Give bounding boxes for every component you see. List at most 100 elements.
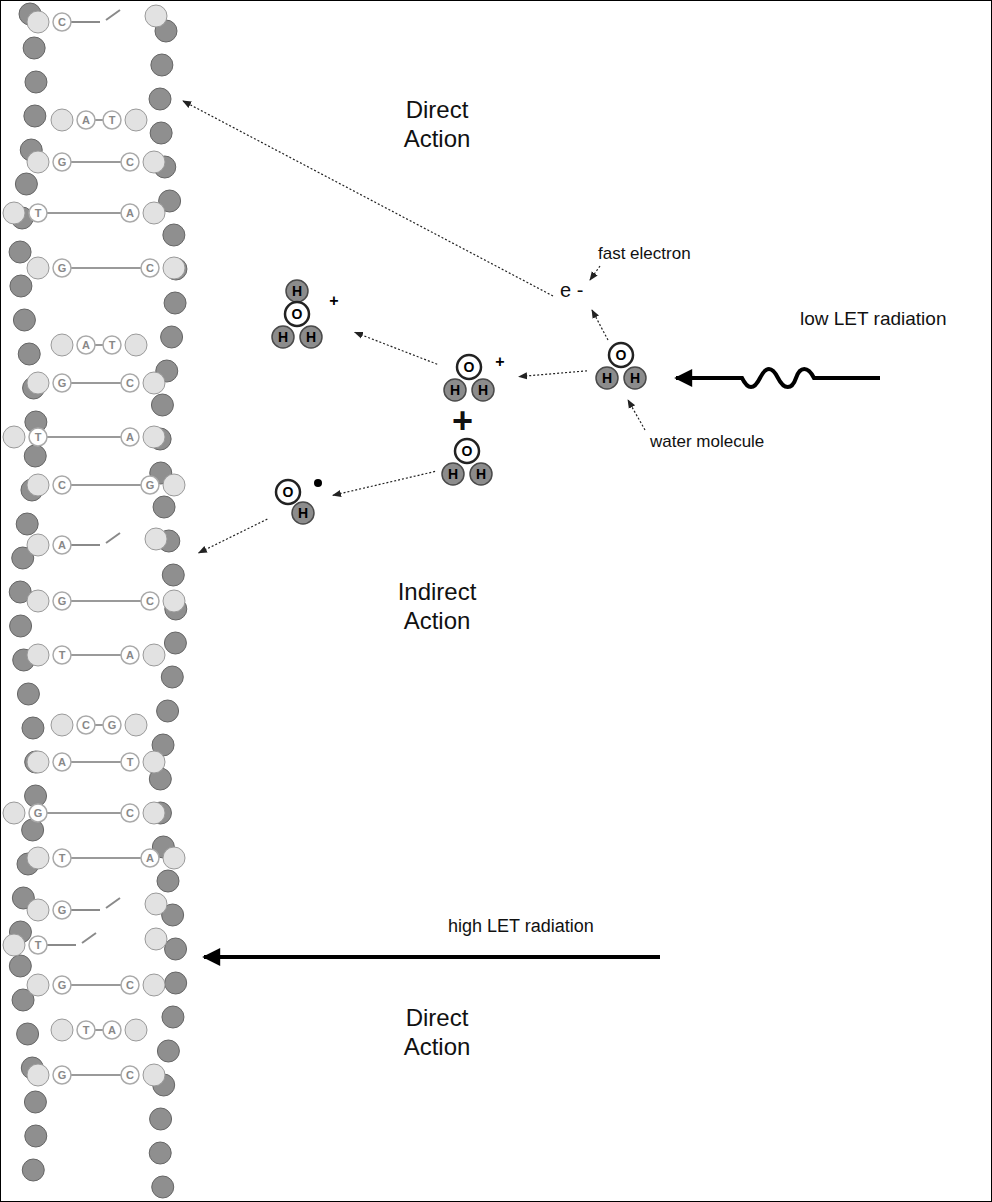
- atom-symbol: H: [470, 463, 492, 485]
- action-label: Direct Action: [377, 96, 497, 154]
- hydrogen-atom: [300, 326, 322, 348]
- base-letter: T: [77, 1021, 95, 1039]
- base-letter: A: [121, 646, 139, 664]
- base-letter: C: [53, 476, 71, 494]
- backbone-sphere: [24, 105, 46, 127]
- hydrogen-atom: [286, 280, 308, 302]
- base-circle: [141, 592, 159, 610]
- backbone-sphere: [16, 513, 38, 535]
- backbone-sphere: [157, 700, 179, 722]
- sugar-sphere: [125, 334, 147, 356]
- base-letter: C: [121, 976, 139, 994]
- callout-label: fast electron: [598, 244, 691, 264]
- helix-shape: [6, 6, 196, 1196]
- charge-sign: +: [326, 293, 342, 309]
- base-letter: A: [77, 336, 95, 354]
- backbone-sphere: [165, 972, 187, 994]
- atom-symbol: H: [596, 367, 618, 389]
- strand-break: [71, 898, 120, 910]
- base-circle: [53, 259, 71, 277]
- sugar-sphere: [163, 847, 185, 869]
- base-circle: [29, 204, 47, 222]
- atom-symbol: H: [292, 502, 314, 524]
- base-letter: T: [103, 336, 121, 354]
- base-circle: [29, 936, 47, 954]
- atom-symbol: H: [442, 463, 464, 485]
- base-letter: C: [141, 592, 159, 610]
- base-letter: A: [53, 536, 71, 554]
- base-letter: G: [53, 592, 71, 610]
- sugar-sphere: [3, 934, 25, 956]
- base-letter: T: [103, 111, 121, 129]
- hydrogen-bond: [71, 382, 121, 384]
- backbone-sphere: [25, 1125, 47, 1147]
- action-label: Direct Action: [377, 1004, 497, 1062]
- backbone-sphere: [150, 1108, 172, 1130]
- hydrogen-bond: [71, 484, 141, 486]
- water-ion: OHH+: [440, 354, 516, 406]
- base-circle: [141, 849, 159, 867]
- base-circle: [53, 646, 71, 664]
- base-letter: A: [53, 753, 71, 771]
- base-circle: [121, 153, 139, 171]
- base-circle: [121, 804, 139, 822]
- base-pairs: [47, 10, 141, 1075]
- sugar-sphere: [27, 474, 49, 496]
- sugar-sphere: [51, 1019, 73, 1041]
- base-letter: T: [121, 753, 139, 771]
- base-circle: [121, 204, 139, 222]
- bases: [29, 13, 159, 1084]
- base-circle: [77, 111, 95, 129]
- base-circle: [121, 374, 139, 392]
- atom-symbol: H: [300, 326, 322, 348]
- base-circle: [29, 804, 47, 822]
- base-circle: [121, 976, 139, 994]
- sugar-sphere: [143, 202, 165, 224]
- backbone-sphere: [17, 683, 39, 705]
- backbone-sphere: [153, 496, 175, 518]
- hydrogen-atom: [272, 326, 294, 348]
- hydrogen-bond: [71, 761, 121, 763]
- base-circle: [53, 592, 71, 610]
- sugar-sphere: [27, 847, 49, 869]
- reaction-arrow: [519, 371, 587, 377]
- base-letter: C: [53, 13, 71, 31]
- base-letter: G: [53, 901, 71, 919]
- hydrogen-bond: [95, 344, 103, 346]
- radiation-label: low LET radiation: [800, 308, 946, 331]
- sugar-sphere: [145, 928, 167, 950]
- hydrogen-bond: [95, 119, 103, 121]
- backbone-sphere: [151, 54, 173, 76]
- backbone-sphere: [163, 224, 185, 246]
- base-circle: [121, 1066, 139, 1084]
- base-letter: A: [103, 1021, 121, 1039]
- base-letter: C: [121, 153, 139, 171]
- hydrogen-bond: [71, 600, 141, 602]
- electron-path-arrow: [183, 101, 553, 296]
- sugar-sphere: [145, 528, 167, 550]
- sugar-sphere: [27, 590, 49, 612]
- sugar-sphere: [143, 644, 165, 666]
- base-letter: G: [141, 476, 159, 494]
- low-let-arrow: [676, 369, 880, 387]
- base-circle: [53, 13, 71, 31]
- atom-symbol: O: [458, 356, 480, 378]
- base-circle: [77, 1021, 95, 1039]
- sugar-sphere: [27, 974, 49, 996]
- atom-symbol: H: [272, 326, 294, 348]
- backbone: [9, 3, 187, 1198]
- backbone-sphere: [157, 870, 179, 892]
- backbone-sphere: [22, 1159, 44, 1181]
- sugar-sphere: [143, 426, 165, 448]
- sugar-sphere: [51, 109, 73, 131]
- base-letter: T: [53, 646, 71, 664]
- sugar-sphere: [27, 257, 49, 279]
- sugar-sphere: [27, 372, 49, 394]
- backbone-sphere: [149, 1142, 171, 1164]
- base-circle: [53, 153, 71, 171]
- base-circle: [53, 476, 71, 494]
- sugar-sphere: [143, 751, 165, 773]
- base-letter: T: [53, 849, 71, 867]
- oxygen-atom: [285, 302, 309, 326]
